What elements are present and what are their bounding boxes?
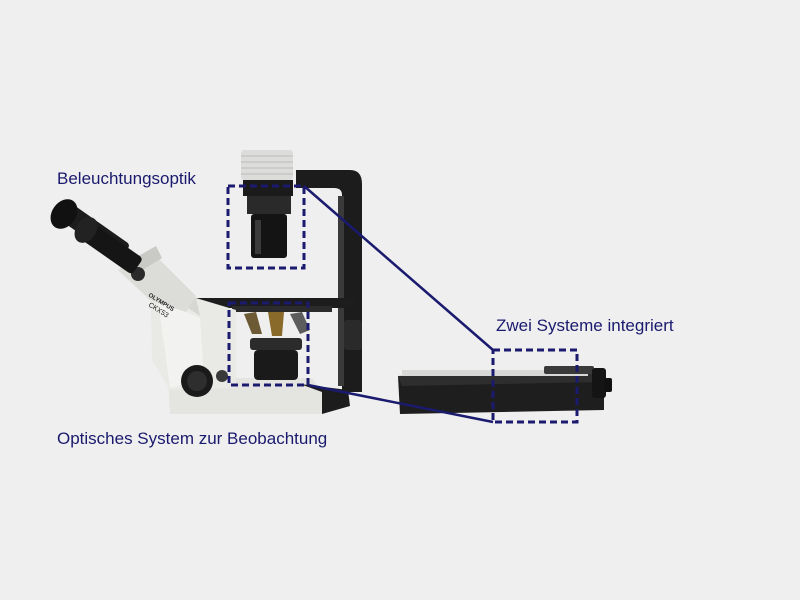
slider-module [398,366,612,414]
observation-optics-label: Optisches System zur Beobachtung [57,429,328,448]
illumination-optics-label: Beleuchtungsoptik [57,169,196,188]
binocular-head [50,199,196,312]
integration-highlight-box [491,348,579,424]
two-systems-label: Zwei Systeme integriert [496,316,674,335]
observation-highlight-box [227,301,310,387]
connector-line-lower [307,383,494,424]
illumination-highlight-box [226,184,306,270]
condenser-assembly [241,150,293,258]
illumination-pillar [296,170,362,392]
objective-turret [244,312,310,380]
annotation-overlay [226,184,579,424]
connector-line-upper [303,185,494,351]
